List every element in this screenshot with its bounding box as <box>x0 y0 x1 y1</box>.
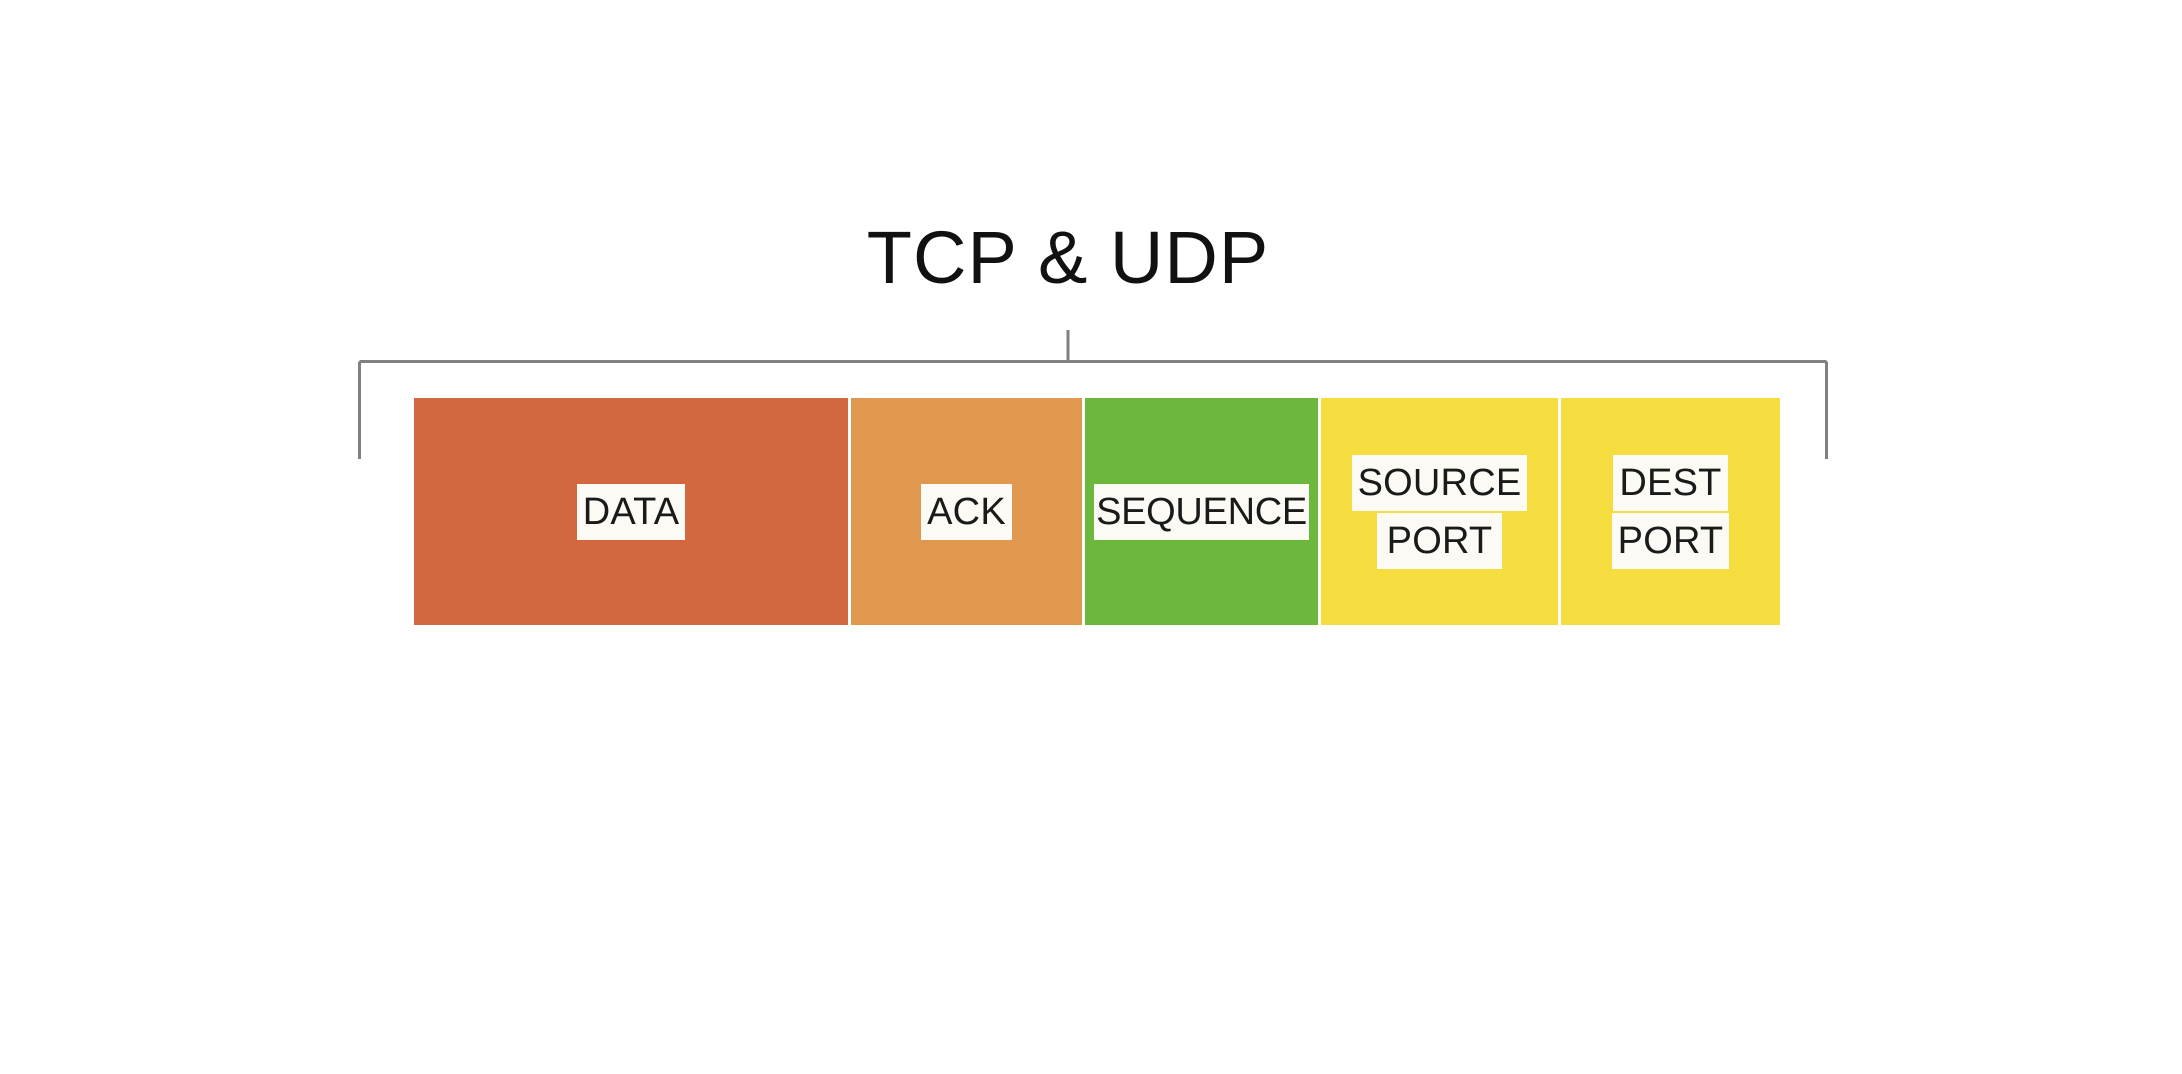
segment-ack[interactable]: ACK <box>851 398 1082 625</box>
segment-data[interactable]: DATA <box>414 398 848 625</box>
segment-dest-port[interactable]: DEST PORT <box>1561 398 1780 625</box>
segment-ack-labels: ACK <box>921 483 1012 540</box>
segment-data-label-line-0: DATA <box>576 483 686 540</box>
segment-sequence-labels: SEQUENCE <box>1094 483 1309 540</box>
packet-field-band: DATA ACK SEQUENCE SOURCE PORT DEST PORT <box>414 398 1780 625</box>
segment-sequence[interactable]: SEQUENCE <box>1085 398 1318 625</box>
segment-source-port-labels: SOURCE PORT <box>1351 454 1528 569</box>
segment-source-port-label-line-0: SOURCE <box>1351 454 1528 511</box>
segment-source-port-label-line-1: PORT <box>1376 512 1503 569</box>
segment-dest-port-labels: DEST PORT <box>1611 454 1730 569</box>
segment-source-port[interactable]: SOURCE PORT <box>1321 398 1558 625</box>
segment-dest-port-label-line-0: DEST <box>1613 454 1728 511</box>
segment-ack-label-line-0: ACK <box>921 483 1012 540</box>
segment-data-labels: DATA <box>576 483 686 540</box>
diagram-title: TCP & UDP <box>866 216 1270 299</box>
segment-dest-port-label-line-1: PORT <box>1611 512 1730 569</box>
segment-sequence-label-line-0: SEQUENCE <box>1094 483 1309 540</box>
